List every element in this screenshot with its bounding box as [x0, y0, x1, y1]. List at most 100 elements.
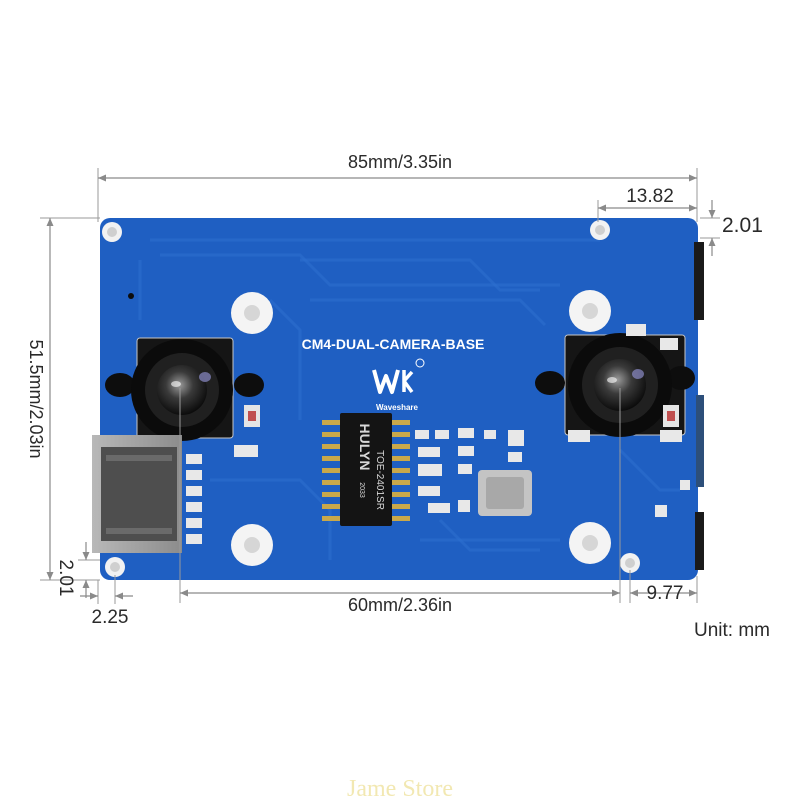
edge-connectors — [655, 242, 704, 570]
store-watermark: Jame Store — [347, 776, 453, 800]
transformer-body — [340, 413, 392, 526]
waveshare-logo: Waveshare — [372, 358, 425, 412]
smd-pad — [186, 534, 202, 544]
smd-pad — [435, 430, 449, 439]
mounting-hole-center — [244, 537, 260, 553]
lens-highlight — [171, 381, 181, 387]
inductor-core — [486, 477, 524, 509]
pcb-trace — [618, 448, 680, 492]
mounting-hole-center — [595, 225, 605, 235]
smd-pad — [415, 430, 429, 439]
chip-pin — [322, 420, 340, 425]
chip-pin — [392, 420, 410, 425]
chip-pin — [392, 504, 410, 509]
pcb-trace — [300, 258, 540, 292]
mounting-hole-center — [244, 305, 260, 321]
smd-pad — [484, 430, 496, 439]
pcb-trace — [310, 298, 547, 327]
dimension-annotations: 85mm/3.35in 13.82 2.01 51.5mm/2.03in 2.0… — [26, 152, 770, 641]
chip-pin — [392, 444, 410, 449]
camera-mount-tab — [667, 366, 695, 390]
smd-pad — [186, 454, 202, 464]
smd-pad — [428, 503, 450, 513]
smd-pad — [655, 505, 667, 517]
chip-pin — [392, 516, 410, 521]
mounting-hole-center — [625, 558, 635, 568]
ethernet-jack — [92, 435, 202, 553]
chip-pin — [392, 480, 410, 485]
chip-pin — [392, 432, 410, 437]
pcb-trace — [160, 253, 560, 287]
chip-pin — [322, 432, 340, 437]
power-inductor — [478, 470, 532, 516]
right-camera-module — [535, 324, 695, 442]
brand-name: Waveshare — [376, 403, 419, 412]
ethernet-transformer: HULYN 2033 TOE-2401SR — [322, 413, 410, 526]
transformer-code: 2033 — [358, 482, 365, 498]
chip-pin — [322, 516, 340, 521]
transformer-part-number: TOE-2401SR — [374, 450, 385, 510]
overall-width-label: 85mm/3.35in — [348, 152, 452, 172]
smd-pad — [458, 428, 474, 438]
mounting-hole-center — [582, 303, 598, 319]
edge-connector — [694, 242, 704, 320]
smd-pad — [626, 324, 646, 336]
chip-pin — [322, 480, 340, 485]
pcb-board: CM4-DUAL-CAMERA-BASE Waveshare — [92, 218, 704, 580]
smd-pad — [508, 452, 522, 462]
smd-pad — [186, 502, 202, 512]
smd-pad — [458, 446, 474, 456]
transformer-brand: HULYN — [357, 424, 373, 471]
ethernet-jack-body — [101, 447, 177, 541]
mounting-hole-center — [110, 562, 120, 572]
chip-pin — [322, 456, 340, 461]
transformer-pins-right — [392, 420, 410, 521]
right-offset-label: 9.77 — [647, 583, 684, 604]
ethernet-jack-detail — [106, 455, 172, 461]
smd-pad — [680, 480, 690, 490]
chip-pin — [392, 492, 410, 497]
chip-pin — [322, 468, 340, 473]
unit-label: Unit: mm — [694, 620, 770, 641]
pcb-trace — [268, 298, 302, 420]
board-label: CM4-DUAL-CAMERA-BASE — [302, 336, 485, 352]
lens-highlight — [607, 377, 617, 383]
smd-pad — [186, 470, 202, 480]
waveshare-logo-mark — [402, 370, 414, 394]
camera-mount-tab — [535, 371, 565, 395]
smd-pad — [660, 430, 682, 442]
pcb-trace — [210, 478, 332, 560]
top-right-offset-label: 13.82 — [626, 186, 674, 207]
mounting-hole-center — [107, 227, 117, 237]
bottom-edge-offset-label: 2.01 — [55, 560, 76, 597]
smd-pad — [508, 430, 524, 446]
camera-mount-tab — [105, 373, 135, 397]
left-offset-label: 2.25 — [92, 607, 129, 628]
smd-pad — [568, 430, 590, 442]
lens-reflection — [632, 369, 644, 379]
mounting-holes — [102, 220, 640, 577]
smd-component — [667, 411, 675, 421]
waveshare-logo-icon — [372, 369, 400, 394]
left-camera-module — [105, 293, 264, 457]
via — [128, 293, 134, 299]
registered-mark-icon — [415, 358, 425, 368]
camera-lens — [157, 365, 207, 415]
smd-pad — [458, 500, 470, 512]
smd-pad — [234, 445, 258, 457]
smd-pad — [418, 464, 442, 476]
camera-mount-tab — [234, 373, 264, 397]
smd-pad — [186, 486, 202, 496]
top-edge-offset-label: 2.01 — [722, 214, 763, 237]
smd-pad — [660, 338, 678, 350]
smd-pad — [458, 464, 472, 474]
edge-connector — [695, 512, 704, 570]
smd-pad — [186, 518, 202, 528]
passive-components — [415, 428, 524, 513]
chip-pin — [322, 504, 340, 509]
pcb-traces — [138, 238, 680, 560]
hole-spacing-label: 60mm/2.36in — [348, 595, 452, 615]
chip-pin — [392, 456, 410, 461]
chip-pin — [322, 444, 340, 449]
pcb-trace — [438, 518, 540, 552]
